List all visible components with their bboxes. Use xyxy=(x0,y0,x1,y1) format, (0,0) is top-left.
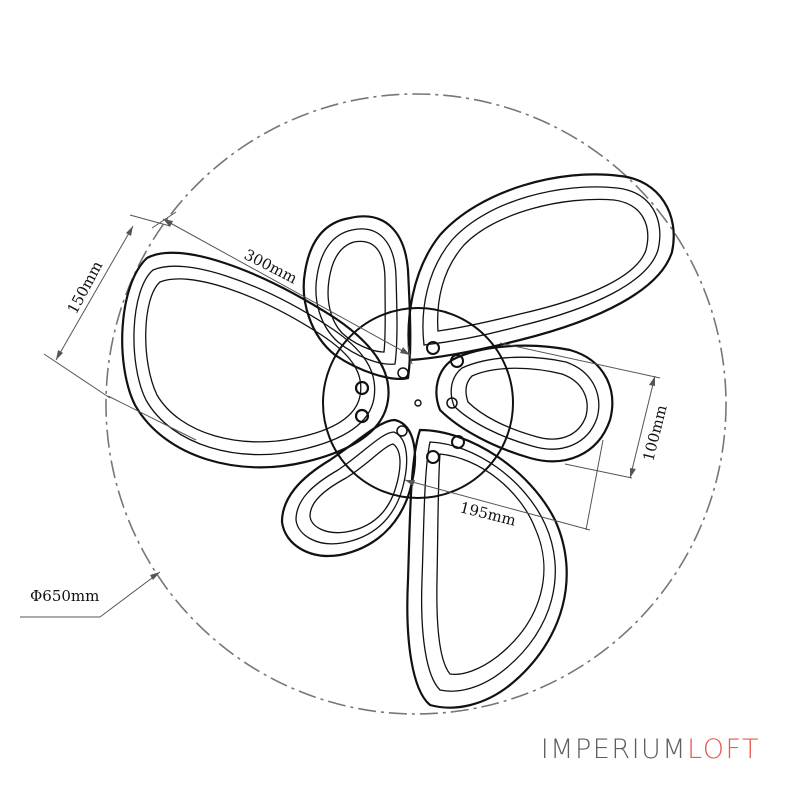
dim-label-diameter: Φ650mm xyxy=(30,587,99,605)
blade-small-upper xyxy=(302,215,412,380)
outer-diameter-circle xyxy=(105,93,727,715)
blade-large-upper-right xyxy=(407,173,675,362)
dim-label-150: 150mm xyxy=(64,258,107,317)
dim-label-100: 100mm xyxy=(639,403,670,463)
mounting-holes xyxy=(354,341,465,464)
hub-circle xyxy=(322,307,514,499)
blade-large-left xyxy=(121,251,390,469)
blade-small-right xyxy=(435,344,614,463)
dimension-lines xyxy=(20,211,661,618)
blade-large-lower xyxy=(406,428,568,709)
brand-logo-part1: IMPERIUM xyxy=(540,734,688,765)
dim-label-195: 195mm xyxy=(458,498,518,529)
brand-logo-part2: LOFT xyxy=(687,734,760,765)
brand-logo: IMPERIUMLOFT xyxy=(541,734,760,765)
blade-small-lower-left xyxy=(280,418,417,558)
dimension-arrows xyxy=(56,219,655,580)
